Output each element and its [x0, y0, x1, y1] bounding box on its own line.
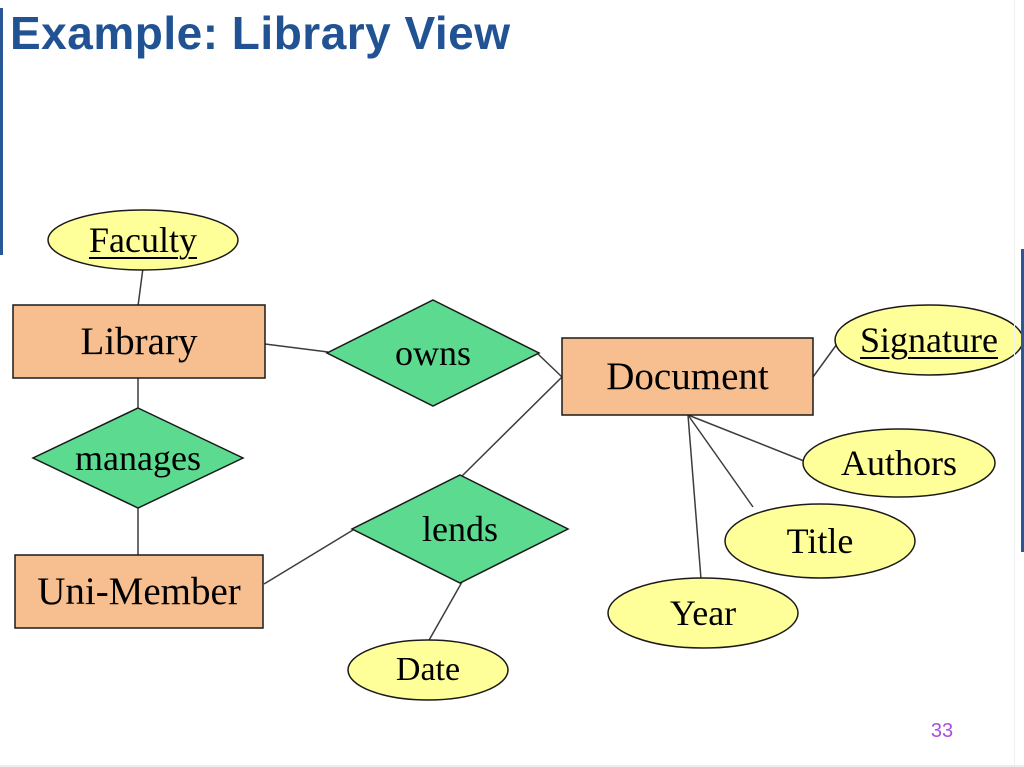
edge-library-owns [264, 343, 329, 353]
edge-lends-date [427, 581, 463, 643]
edge-owns-document [537, 353, 563, 378]
edge-document-lends [461, 376, 563, 477]
relationship-manages-shape [31, 407, 245, 509]
relationship-owns-shape [325, 299, 541, 407]
attribute-faculty-shape [47, 209, 239, 271]
entity-uni-member-shape [14, 554, 264, 629]
attribute-title-shape [724, 503, 916, 579]
attribute-date-shape [347, 639, 509, 701]
slide-right-faint-border [1014, 0, 1015, 765]
entity-document-shape [561, 337, 814, 416]
relationship-lends-shape [350, 474, 570, 584]
right-edge-bar [1021, 249, 1024, 552]
page-number: 33 [930, 720, 954, 742]
entity-library-shape [12, 304, 266, 379]
attribute-year-shape [607, 577, 799, 649]
slide-title: Example: Library View [10, 7, 511, 59]
left-edge-bar [0, 8, 3, 255]
edge-document-year [687, 414, 702, 580]
edge-faculty-library [137, 267, 144, 307]
attribute-authors-shape [802, 428, 996, 498]
edge-document-signature [812, 343, 838, 378]
edge-document-authors [687, 414, 805, 462]
edge-unimember-lends [263, 529, 354, 585]
attribute-signature-shape [834, 304, 1024, 376]
edge-document-title [687, 414, 754, 508]
